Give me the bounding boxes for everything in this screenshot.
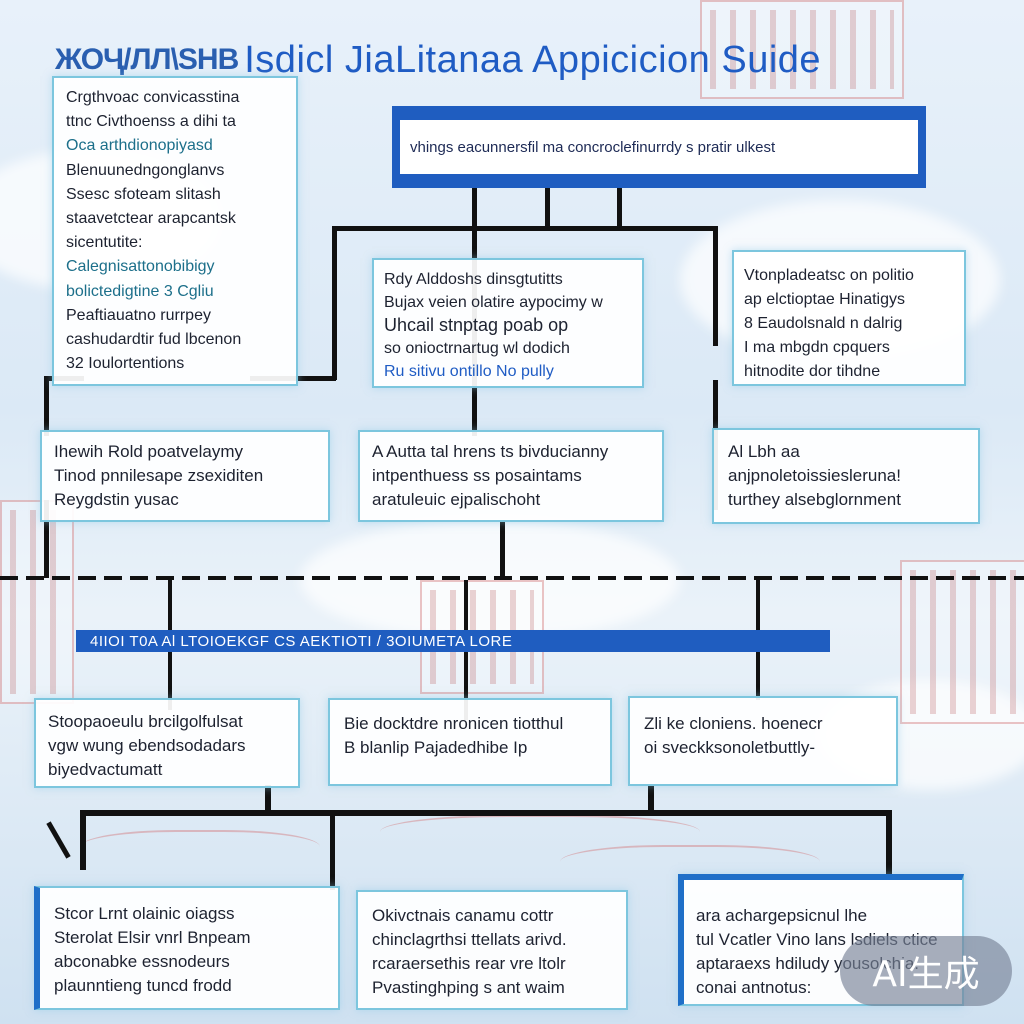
left-card-line: Peaftiauatno rurrpey <box>66 306 211 324</box>
right-card-line: ap elctioptae Hinatigys <box>744 291 905 308</box>
ai-generated-watermark: AI生成 <box>840 936 1012 1006</box>
row4-card-line: ara achargepsicnul lhe <box>696 906 868 925</box>
middle-banner: 4IIOI T0A Al LTOIOEKGF CS AEKTIOTI / 3OI… <box>76 630 830 652</box>
row2-card-1: Ihewih Rold poatvelaymy Tinod pnnilesape… <box>40 430 330 522</box>
row3-card-line: Zli ke cloniens. hoenecr <box>644 714 823 733</box>
left-card-line: sicentutite: <box>66 234 143 252</box>
row3-card-1: Stoopaoeulu brcilgolfulsat vgw wung eben… <box>34 698 300 788</box>
row2-card-line: Reygdstin yusac <box>54 490 179 509</box>
right-info-card: Vtonpladeatsc on politio ap elctioptae H… <box>732 250 966 386</box>
middle-card-line: Rdy Alddoshs dinsgtutitts <box>384 271 563 288</box>
page-title: ЖОҶ/ЛЛ\SHB Isdicl JiaLitanaa Appicicion … <box>55 30 975 90</box>
row3-card-3: Zli ke cloniens. hoenecr oi sveckksonole… <box>628 696 898 786</box>
left-card-line: Calegnisattonobibigy <box>66 258 215 276</box>
right-card-line: Vtonpladeatsc on politio <box>744 267 914 284</box>
row4-card-line: abconabke essnodeurs <box>54 952 230 971</box>
row3-card-line: Bie docktdre nronicen tiotthul <box>344 714 564 733</box>
top-banner-text: vhings eacunnersfil ma concroclefinurrdy… <box>400 120 918 174</box>
row2-card-line: Ihewih Rold poatvelaymy <box>54 442 243 461</box>
row3-card-line: vgw wung ebendsodadars <box>48 736 246 755</box>
title-prefix: ЖОҶ/ЛЛ\SHB <box>55 43 239 76</box>
middle-info-card: Rdy Alddoshs dinsgtutitts Bujax veien ol… <box>372 258 644 388</box>
left-card-line: Blenuunedngonglanvs <box>66 161 225 179</box>
middle-card-line: Uhcail stnptag poab op <box>384 315 569 335</box>
row4-card-1: Stcor Lrnt olainic oiagss Sterolat Elsir… <box>34 886 340 1010</box>
middle-banner-text: 4IIOI T0A Al LTOIOEKGF CS AEKTIOTI / 3OI… <box>90 632 513 650</box>
row4-card-line: Pvastinghping s ant waim <box>372 978 565 997</box>
left-card-line: staavetctear arapcantsk <box>66 210 236 228</box>
row2-card-line: Tinod pnnilesape zsexiditen <box>54 466 264 485</box>
row2-card-line: anjpnoletoissiesleruna! <box>728 466 901 485</box>
left-card-line: 32 Ioulortentions <box>66 355 185 373</box>
row4-card-2: Okivctnais canamu cottr chinclagrthsi tt… <box>356 890 628 1010</box>
left-card-line: Crgthvoac convicasstina <box>66 89 240 106</box>
row4-card-line: rcaraersethis rear vre ltolr <box>372 954 566 973</box>
row4-card-line: conai antnotus: <box>696 978 812 997</box>
row4-card-line: Sterolat Elsir vnrl Bnpeam <box>54 928 251 947</box>
row4-card-line: Stcor Lrnt olainic oiagss <box>54 904 235 923</box>
title-main: Isdicl JiaLitanaa Appicicion Suide <box>244 38 822 81</box>
middle-card-line: so onioctrnartug wl dodich <box>384 340 570 357</box>
row2-card-line: aratuleuic ejpalischoht <box>372 490 541 509</box>
row2-card-line: intpenthuess ss posaintams <box>372 466 582 485</box>
left-info-card: Crgthvoac convicasstina ttnc Civthoenss … <box>52 76 298 386</box>
row2-card-line: Al Lbh aa <box>728 442 800 461</box>
middle-card-line: Ru sitivu ontillo No pully <box>384 363 554 380</box>
left-card-line: Oca arthdionopiyasd <box>66 137 213 155</box>
row2-card-line: turthey alsebglornment <box>728 490 901 509</box>
row2-card-3: Al Lbh aa anjpnoletoissiesleruna! turthe… <box>712 428 980 524</box>
row4-card-line: chinclagrthsi ttellats arivd. <box>372 930 567 949</box>
row3-card-line: B blanlip Pajadedhibe Ip <box>344 738 528 757</box>
row3-card-line: oi sveckksonoletbuttly- <box>644 738 816 757</box>
right-card-line: hitnodite dor tihdne <box>744 363 881 380</box>
row3-card-2: Bie docktdre nronicen tiotthul B blanlip… <box>328 698 612 786</box>
row4-card-line: Okivctnais canamu cottr <box>372 906 554 925</box>
row2-card-line: A Autta tal hrens ts bivducianny <box>372 442 609 461</box>
top-banner: vhings eacunnersfil ma concroclefinurrdy… <box>392 106 926 188</box>
row3-card-line: biyedvactumatt <box>48 760 163 779</box>
left-card-line: cashudardtir fud lbcenon <box>66 331 242 349</box>
row4-card-line: plaunntieng tuncd frodd <box>54 976 232 995</box>
right-card-line: 8 Eaudolsnald n dalrig <box>744 315 903 332</box>
left-card-line: ttnc Civthoenss a dihi ta <box>66 113 236 131</box>
middle-card-line: Bujax veien olatire aypocimy w <box>384 294 603 311</box>
row3-card-line: Stoopaoeulu brcilgolfulsat <box>48 712 243 731</box>
row2-card-2: A Autta tal hrens ts bivducianny intpent… <box>358 430 664 522</box>
left-card-line: bolictedigtine 3 Cgliu <box>66 282 214 300</box>
left-card-line: Ssesc sfoteam slitash <box>66 185 221 203</box>
right-card-line: I ma mbgdn cpquers <box>744 339 890 356</box>
